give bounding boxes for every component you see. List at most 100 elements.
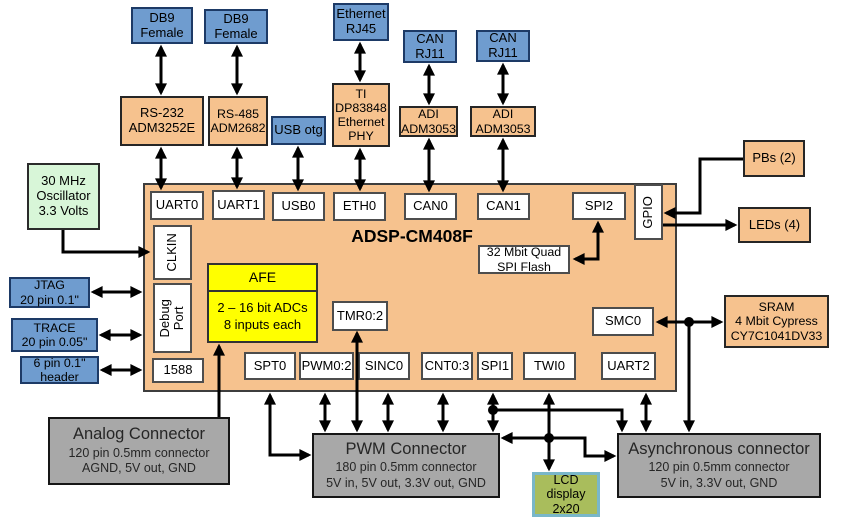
cnt-port: CNT0:3 bbox=[421, 352, 473, 380]
junction-dot-twi0 bbox=[544, 433, 554, 443]
label: Ethernet bbox=[337, 115, 385, 129]
afe-detail: 2 – 16 bit ADCs 8 inputs each bbox=[209, 292, 316, 341]
spt0-port: SPT0 bbox=[244, 352, 296, 380]
label: CAN bbox=[416, 30, 444, 46]
twi0-port: TWI0 bbox=[523, 352, 576, 380]
analog-connector-box: Analog Connector 120 pin 0.5mm connector… bbox=[48, 417, 230, 485]
wire-twi0-async bbox=[549, 436, 617, 462]
label: Ethernet bbox=[336, 6, 386, 22]
label: DP83848 bbox=[335, 100, 387, 115]
label: Port bbox=[171, 306, 187, 330]
label: ADM3053 bbox=[400, 121, 457, 136]
label: ADI bbox=[418, 107, 439, 122]
label: CAN0 bbox=[413, 198, 448, 214]
label: RS-232 bbox=[139, 105, 185, 121]
label: RJ11 bbox=[415, 45, 445, 61]
can-rj11-2-box: CAN RJ11 bbox=[476, 30, 530, 62]
smc0-port: SMC0 bbox=[592, 307, 654, 336]
label: RS-485 bbox=[216, 106, 259, 121]
rs232-adm3252e-box: RS-232 ADM3252E bbox=[120, 96, 204, 146]
label: 1588 bbox=[163, 362, 193, 378]
label: ADI bbox=[492, 107, 514, 122]
label: ADM2682 bbox=[210, 121, 266, 135]
label: 32 Mbit Quad bbox=[486, 245, 562, 260]
connector-detail: AGND, 5V out, GND bbox=[82, 461, 196, 476]
label: PHY bbox=[348, 129, 374, 144]
label: Debug Port bbox=[157, 299, 187, 337]
push-buttons-box: PBs (2) bbox=[743, 140, 805, 177]
clkin-port: CLKIN bbox=[153, 225, 192, 280]
label: SPI Flash bbox=[497, 259, 551, 274]
async-connector-box: Asynchronous connector 120 pin 0.5mm con… bbox=[617, 433, 821, 498]
label: TWI0 bbox=[533, 357, 566, 373]
afe-title: AFE bbox=[209, 265, 316, 292]
spi-flash-box: 32 Mbit Quad SPI Flash bbox=[478, 245, 570, 274]
rs485-adm2682-box: RS-485 ADM2682 bbox=[208, 96, 268, 146]
label: ADM3053 bbox=[475, 121, 531, 136]
eth0-port: ETH0 bbox=[333, 192, 386, 221]
label: LEDs (4) bbox=[748, 216, 801, 232]
label: 4 Mbit Cypress bbox=[735, 314, 818, 329]
spi2-port: SPI2 bbox=[572, 192, 626, 220]
label: display bbox=[546, 487, 586, 502]
adm3053-1-box: ADI ADM3053 bbox=[399, 106, 458, 137]
label: 30 MHz bbox=[41, 173, 86, 189]
label: SRAM bbox=[758, 300, 795, 315]
gpio-port: GPIO bbox=[634, 184, 663, 240]
label: CLKIN bbox=[164, 233, 180, 272]
label: CY7C1041DV33 bbox=[730, 328, 823, 343]
uart1-port: UART1 bbox=[212, 190, 265, 220]
label: UART0 bbox=[155, 197, 199, 213]
label: RJ11 bbox=[488, 45, 518, 60]
sinc0-port: SINC0 bbox=[358, 352, 410, 380]
sram-box: SRAM 4 Mbit Cypress CY7C1041DV33 bbox=[724, 295, 829, 348]
label: PWM0:2 bbox=[301, 357, 352, 373]
usb-otg-box: USB otg bbox=[271, 116, 326, 145]
usb0-port: USB0 bbox=[272, 192, 325, 221]
ieee1588-port: 1588 bbox=[152, 358, 204, 383]
label: JTAG bbox=[34, 278, 65, 293]
junction-dot-spi1 bbox=[488, 405, 498, 415]
wire-osc-clkin bbox=[61, 230, 151, 258]
uart2-port: UART2 bbox=[601, 352, 656, 380]
label: UART1 bbox=[217, 196, 260, 212]
db9-female-1-box: DB9 Female bbox=[131, 7, 193, 44]
connector-detail: 180 pin 0.5mm connector bbox=[335, 460, 477, 475]
label: PBs (2) bbox=[752, 150, 796, 166]
label: GPIO bbox=[640, 195, 656, 229]
trace-box: TRACE 20 pin 0.05" bbox=[11, 318, 98, 352]
label: CNT0:3 bbox=[424, 357, 470, 373]
label: CAN bbox=[489, 30, 517, 46]
label: SMC0 bbox=[604, 313, 642, 329]
pwm-connector-box: PWM Connector 180 pin 0.5mm connector 5V… bbox=[312, 433, 500, 498]
can0-port: CAN0 bbox=[404, 193, 457, 220]
label: 20 pin 0.1" bbox=[20, 292, 79, 307]
label: TI bbox=[355, 86, 367, 101]
label: TRACE bbox=[33, 320, 76, 335]
label: SINC0 bbox=[364, 357, 404, 373]
label: USB otg bbox=[274, 122, 323, 138]
label: 8 inputs each bbox=[223, 316, 302, 332]
label: CAN1 bbox=[486, 198, 521, 214]
leds-box: LEDs (4) bbox=[738, 207, 811, 243]
junction-dot-smc0 bbox=[684, 317, 694, 327]
label: DB9 bbox=[223, 10, 249, 26]
label: DB9 bbox=[149, 9, 175, 25]
connector-detail: 5V in, 5V out, 3.3V out, GND bbox=[326, 475, 486, 490]
connector-detail: 5V in, 3.3V out, GND bbox=[660, 475, 778, 490]
connector-title: Analog Connector bbox=[72, 425, 206, 444]
label: RJ45 bbox=[345, 21, 377, 36]
connector-detail: 120 pin 0.5mm connector bbox=[648, 460, 790, 475]
label: header bbox=[40, 370, 79, 384]
six-pin-header-box: 6 pin 0.1" header bbox=[20, 356, 99, 384]
can1-port: CAN1 bbox=[477, 193, 530, 220]
label: LCD bbox=[553, 473, 579, 488]
label: 2 – 16 bit ADCs bbox=[217, 300, 308, 316]
can-rj11-1-box: CAN RJ11 bbox=[403, 30, 457, 63]
connector-detail: 120 pin 0.5mm connector bbox=[68, 445, 210, 460]
label: TMR0:2 bbox=[336, 307, 384, 323]
label: 3.3 Volts bbox=[38, 202, 89, 218]
jtag-box: JTAG 20 pin 0.1" bbox=[9, 277, 90, 308]
db9-female-2-box: DB9 Female bbox=[204, 9, 268, 44]
